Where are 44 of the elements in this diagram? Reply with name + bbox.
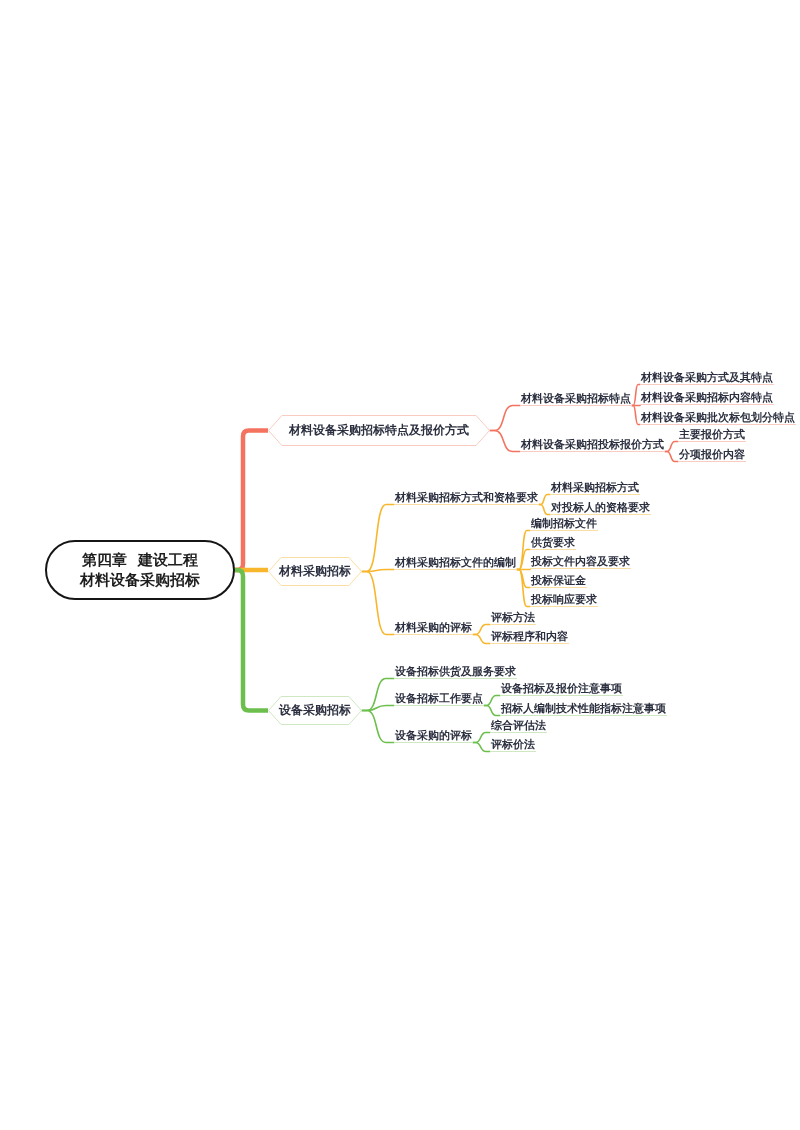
- central-topic-box: 第四章 建设工程材料设备采购招标: [45, 540, 235, 600]
- branch-line: [538, 503, 551, 516]
- underlined-topic: 设备采购的评标: [394, 729, 473, 743]
- underlined-topic: 材料设备采购招标内容特点: [640, 391, 774, 405]
- underlined-topic: 材料采购的评标: [394, 621, 473, 635]
- branch-line: [472, 633, 491, 645]
- branch-line: [472, 741, 491, 753]
- underlined-topic: 主要报价方式: [678, 428, 746, 442]
- branch-line: [361, 709, 395, 744]
- underlined-topic: 投标响应要求: [530, 593, 598, 607]
- branch-line: [361, 570, 395, 636]
- underlined-topic: 综合评估法: [490, 719, 547, 733]
- branch-line: [664, 450, 679, 463]
- underlined-topic: 对投标人的资格要求: [550, 501, 651, 515]
- underlined-topic: 投标文件内容及要求: [530, 555, 631, 569]
- branch-line: [483, 704, 501, 717]
- branch-line: [538, 493, 551, 506]
- branch-line: [631, 404, 641, 426]
- underlined-topic: 材料设备采购招标特点: [520, 392, 632, 406]
- hexagon-topic: 材料设备采购招标特点及报价方式: [268, 415, 490, 446]
- underlined-topic: 编制招标文件: [530, 517, 598, 531]
- underlined-topic: 分项报价内容: [678, 448, 746, 462]
- branch-line: [631, 404, 641, 407]
- underlined-topic: 设备招标工作要点: [394, 692, 484, 706]
- underlined-topic: 材料设备采购批次标包划分特点: [640, 411, 796, 425]
- branch-line: [516, 548, 531, 571]
- branch-line: [631, 383, 641, 407]
- underlined-topic: 材料设备采购方式及其特点: [640, 371, 774, 385]
- underlined-topic: 招标人编制技术性能指标注意事项: [500, 702, 667, 716]
- underlined-topic: 评标价法: [490, 738, 536, 752]
- underlined-topic: 评标方法: [490, 611, 536, 625]
- underlined-topic: 材料采购招标方式和资格要求: [394, 491, 539, 505]
- hexagon-topic: 材料采购招标: [268, 557, 362, 586]
- underlined-topic: 设备招标及报价注意事项: [500, 682, 623, 696]
- branch-line: [489, 429, 521, 453]
- underlined-topic: 设备招标供货及服务要求: [394, 665, 517, 679]
- hexagon-topic: 设备采购招标: [268, 696, 362, 725]
- underlined-topic: 投标保证金: [530, 574, 587, 588]
- branch-line: [516, 568, 531, 608]
- underlined-topic: 供货要求: [530, 536, 576, 550]
- underlined-topic: 材料采购招标文件的编制: [394, 556, 517, 570]
- underlined-topic: 评标程序和内容: [490, 630, 569, 644]
- underlined-topic: 材料设备采购招投标报价方式: [520, 438, 665, 452]
- underlined-topic: 材料采购招标方式: [550, 481, 640, 495]
